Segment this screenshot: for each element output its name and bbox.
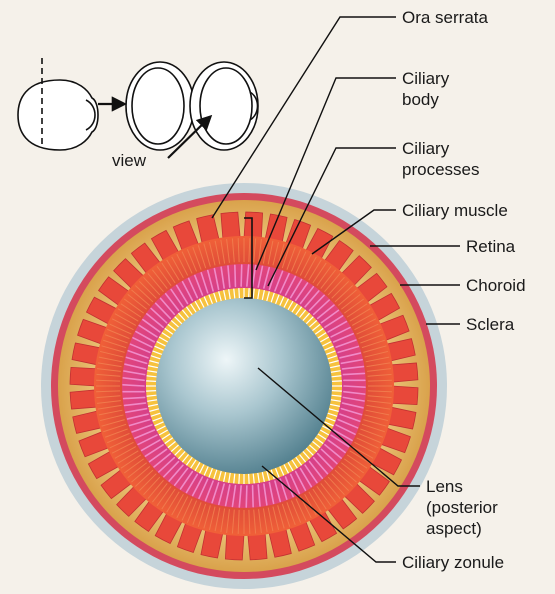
label-retina: Retina bbox=[466, 236, 515, 257]
label-lens-line3: aspect) bbox=[426, 518, 498, 539]
zonule-fiber bbox=[239, 474, 240, 484]
zonule-fiber bbox=[249, 288, 250, 298]
zonule-fiber bbox=[332, 391, 342, 392]
label-lens: Lens (posterior aspect) bbox=[426, 476, 498, 539]
zonule-fiber bbox=[146, 381, 156, 382]
zonule-fiber bbox=[146, 391, 156, 392]
ora-serrata-tooth bbox=[391, 386, 418, 405]
label-ciliary-processes-line1: Ciliary bbox=[402, 138, 479, 159]
ora-serrata-tooth bbox=[221, 212, 240, 239]
label-choroid: Choroid bbox=[466, 275, 526, 296]
inset-side-view bbox=[18, 58, 98, 150]
label-ciliary-zonule: Ciliary zonule bbox=[402, 552, 504, 573]
zonule-fiber bbox=[239, 288, 240, 298]
ora-serrata-tooth bbox=[248, 532, 267, 559]
ciliary-process-fold bbox=[241, 265, 242, 286]
label-ciliary-muscle: Ciliary muscle bbox=[402, 200, 508, 221]
label-ora-serrata: Ora serrata bbox=[402, 7, 488, 28]
ciliary-process-fold bbox=[246, 486, 247, 507]
label-ciliary-processes-line2: processes bbox=[402, 159, 479, 180]
ora-serrata-tooth bbox=[390, 363, 417, 382]
ciliary-process-fold bbox=[253, 486, 254, 507]
lens bbox=[156, 298, 332, 474]
ora-serrata-tooth bbox=[244, 212, 263, 239]
label-ciliary-body-line1: Ciliary bbox=[402, 68, 449, 89]
label-lens-line2: (posterior bbox=[426, 497, 498, 518]
ora-serrata-tooth bbox=[70, 367, 97, 386]
label-ciliary-body-line2: body bbox=[402, 89, 449, 110]
zonule-fiber bbox=[332, 381, 342, 382]
ora-serrata-tooth bbox=[225, 533, 244, 560]
label-sclera: Sclera bbox=[466, 314, 514, 335]
label-ciliary-processes: Ciliary processes bbox=[402, 138, 479, 180]
label-lens-line1: Lens bbox=[426, 476, 498, 497]
zonule-fiber bbox=[249, 474, 250, 484]
ciliary-process-fold bbox=[235, 265, 236, 286]
label-ciliary-body: Ciliary body bbox=[402, 68, 449, 110]
inset-split-halves bbox=[126, 62, 258, 150]
view-label: view bbox=[112, 150, 146, 171]
ora-serrata-tooth bbox=[70, 390, 97, 409]
